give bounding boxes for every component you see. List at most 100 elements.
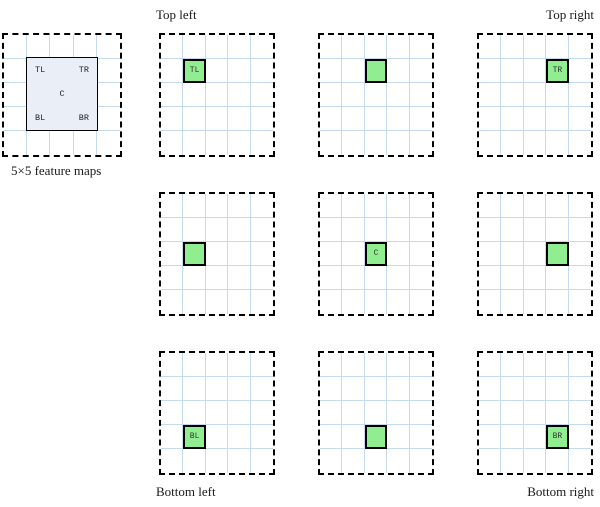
feature-map-cell — [251, 290, 273, 314]
feature-map-cell — [409, 194, 432, 218]
highlighted-cell-label: TL — [189, 66, 200, 75]
feature-map-cell — [479, 83, 502, 107]
feature-map-cell — [50, 131, 74, 155]
feature-map-cell — [409, 401, 432, 425]
feature-map-cell — [568, 107, 591, 131]
feature-map-cell — [97, 131, 120, 155]
feature-map-cell — [320, 35, 343, 59]
feature-map-cell — [568, 266, 591, 290]
feature-map-cell — [161, 290, 184, 314]
feature-map-cell — [205, 353, 229, 377]
feature-map-cell — [161, 242, 184, 266]
highlighted-cell: TR — [546, 59, 569, 83]
feature-map-cell — [568, 35, 591, 59]
feature-map-cell — [228, 242, 251, 266]
feature-map-cell — [320, 377, 343, 401]
feature-map-cell — [387, 242, 410, 266]
feature-map-cell — [320, 290, 343, 314]
feature-map-cell — [4, 131, 28, 155]
feature-map-cell — [228, 401, 251, 425]
feature-map-cell — [409, 266, 432, 290]
feature-map-cell — [183, 377, 206, 401]
feature-map-cell — [73, 35, 97, 59]
feature-map-cell — [161, 425, 184, 449]
highlighted-cell-label: BR — [552, 432, 563, 441]
feature-map-cell — [501, 218, 524, 242]
feature-map-cell — [387, 107, 410, 131]
feature-map-cell — [27, 131, 51, 155]
feature-map-cell — [4, 59, 28, 83]
feature-map-cell — [569, 449, 591, 473]
feature-map-cell — [409, 377, 432, 401]
feature-map-cell — [342, 218, 365, 242]
feature-map-cell — [523, 377, 547, 401]
feature-map-cell — [161, 35, 184, 59]
feature-map-cell — [523, 353, 547, 377]
feature-map-cell — [205, 194, 229, 218]
feature-map-cell — [342, 353, 365, 377]
panel-grid-bottom-center — [318, 351, 434, 475]
feature-map-cell — [546, 194, 569, 218]
feature-map-cell — [228, 449, 251, 473]
feature-map-cell — [479, 107, 502, 131]
feature-map-cell — [568, 59, 591, 83]
feature-map-cell — [387, 353, 410, 377]
feature-map-cell — [320, 131, 343, 155]
feature-map-cell — [501, 449, 524, 473]
feature-map-cell — [161, 353, 184, 377]
feature-map-cell — [50, 35, 74, 59]
feature-map-cell — [96, 59, 120, 83]
feature-map-cell — [479, 35, 502, 59]
panel-grid-bottom-right: BR — [477, 351, 593, 475]
feature-map-cell — [161, 266, 184, 290]
feature-map-cell — [4, 35, 28, 59]
feature-map-cell — [342, 266, 365, 290]
feature-map-cell — [568, 83, 591, 107]
feature-map-cell — [410, 290, 432, 314]
feature-map-cell — [320, 194, 343, 218]
feature-map-cell — [479, 401, 502, 425]
feature-map-cell — [387, 266, 410, 290]
feature-map-cell — [501, 401, 524, 425]
feature-map-cell — [524, 131, 547, 155]
feature-map-cell — [501, 266, 524, 290]
feature-map-cell — [501, 425, 524, 449]
feature-map-cell — [228, 266, 251, 290]
highlighted-cell: BR — [546, 425, 569, 449]
feature-map-cell — [546, 131, 569, 155]
feature-map-cell — [365, 131, 388, 155]
feature-map-cell — [205, 35, 229, 59]
feature-map-cell — [546, 290, 569, 314]
corner-label-top-left: TL — [35, 65, 46, 75]
feature-map-cell — [161, 131, 184, 155]
feature-map-cell — [501, 59, 524, 83]
feature-map-cell — [568, 353, 591, 377]
feature-map-cell — [524, 290, 547, 314]
feature-map-cell — [479, 218, 502, 242]
feature-map-cell — [523, 425, 547, 449]
feature-map-cell — [410, 449, 432, 473]
feature-map-cell — [568, 194, 591, 218]
feature-map-cell — [96, 107, 120, 131]
caption-top-left: Top left — [156, 7, 197, 22]
feature-map-cell — [320, 59, 343, 83]
feature-map-cell — [320, 425, 343, 449]
feature-map-cell — [161, 401, 184, 425]
feature-map-cell — [250, 242, 273, 266]
feature-map-cell — [501, 107, 524, 131]
feature-map-cell — [228, 290, 251, 314]
feature-map-cell — [320, 449, 343, 473]
feature-map-cell — [546, 218, 569, 242]
feature-map-cell — [205, 377, 229, 401]
feature-map-cell — [183, 290, 206, 314]
feature-map-cell — [523, 194, 547, 218]
feature-map-cell — [387, 59, 410, 83]
feature-map-cell — [206, 131, 229, 155]
feature-map-cell — [228, 59, 251, 83]
feature-map-cell — [206, 290, 229, 314]
panel-grid-middle-left — [159, 192, 275, 316]
caption-bottom-right: Bottom right — [527, 484, 594, 499]
feature-map-cell — [568, 377, 591, 401]
feature-map-cell — [342, 290, 365, 314]
feature-map-cell — [342, 449, 365, 473]
